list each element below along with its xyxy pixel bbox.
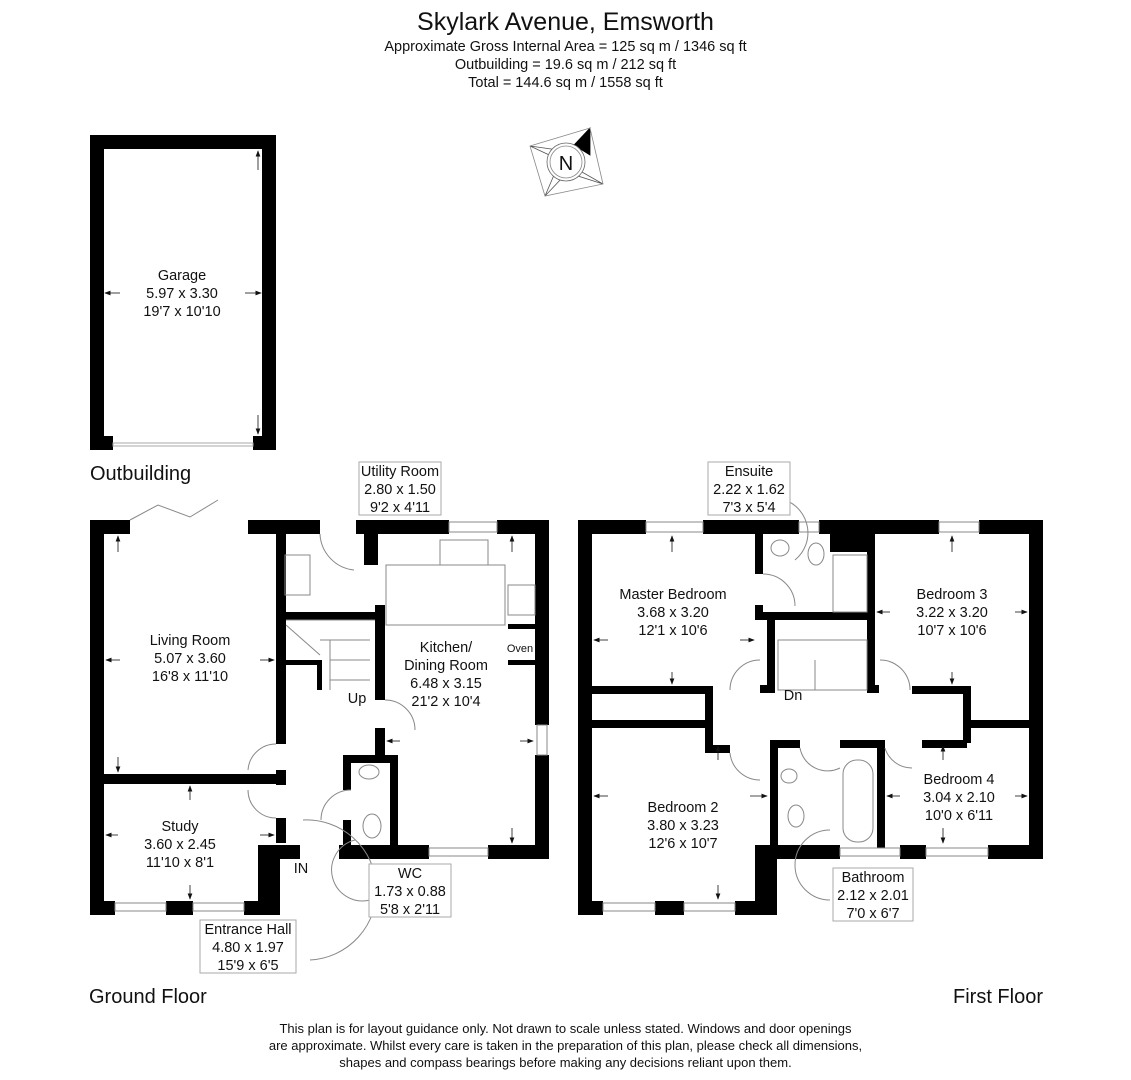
compass-north-label: N [559, 153, 573, 175]
ensuite-metric: 2.22 x 1.62 [713, 482, 785, 498]
bed4-metric: 3.04 x 2.10 [923, 790, 995, 806]
garage-imperial: 19'7 x 10'10 [143, 304, 220, 320]
wc-imperial: 5'8 x 2'11 [380, 902, 440, 918]
ensuite-name: Ensuite [725, 464, 773, 480]
first-floor-fixtures [729, 499, 913, 901]
study-metric: 3.60 x 2.45 [144, 837, 216, 853]
ground-floor-windows [114, 521, 548, 912]
study-imperial: 11'10 x 8'1 [146, 855, 214, 871]
outbuilding-area: Outbuilding = 19.6 sq m / 212 sq ft [454, 57, 677, 73]
utility-label-box [358, 461, 442, 516]
bathroom-name: Bathroom [842, 870, 905, 886]
ground-floor-walls [90, 520, 549, 915]
wc-metric: 1.73 x 0.88 [374, 884, 446, 900]
wc-label-box [368, 863, 452, 918]
bathroom-label-box [832, 867, 914, 922]
master-name: Master Bedroom [619, 587, 726, 603]
first-floor-walls [578, 520, 1043, 915]
living-name: Living Room [150, 633, 231, 649]
hall-name: Entrance Hall [204, 922, 291, 938]
utility-name: Utility Room [361, 464, 439, 480]
living-metric: 5.07 x 3.60 [154, 651, 226, 667]
entrance-in-label: IN [294, 861, 309, 877]
oven-label: Oven [507, 643, 533, 655]
hall-imperial: 15'9 x 6'5 [217, 958, 278, 974]
study-name: Study [161, 819, 199, 835]
plan-header: Skylark Avenue, Emsworth Approximate Gro… [0, 6, 1131, 92]
utility-metric: 2.80 x 1.50 [364, 482, 436, 498]
ground-floor-fixtures [129, 499, 536, 961]
stairs-down-label: Dn [784, 688, 803, 704]
bed3-name: Bedroom 3 [917, 587, 988, 603]
bathroom-imperial: 7'0 x 6'7 [846, 906, 899, 922]
ensuite-imperial: 7'3 x 5'4 [722, 500, 775, 516]
ground-floor-label: Ground Floor [89, 986, 207, 1008]
property-title: Skylark Avenue, Emsworth [417, 8, 714, 36]
master-imperial: 12'1 x 10'6 [638, 623, 707, 639]
bed2-imperial: 12'6 x 10'7 [648, 836, 717, 852]
bed2-metric: 3.80 x 3.23 [647, 818, 719, 834]
utility-imperial: 9'2 x 4'11 [370, 500, 430, 516]
disclaimer: This plan is for layout guidance only. N… [0, 1020, 1131, 1071]
garage-name: Garage [158, 268, 206, 284]
hall-label-box [199, 919, 297, 974]
bed3-imperial: 10'7 x 10'6 [917, 623, 986, 639]
kitchen-metric: 6.48 x 3.15 [410, 676, 482, 692]
bed2-name: Bedroom 2 [648, 800, 719, 816]
wc-name: WC [398, 866, 422, 882]
bathroom-metric: 2.12 x 2.01 [837, 888, 909, 904]
kitchen-imperial: 21'2 x 10'4 [411, 694, 480, 710]
first-floor-windows [602, 521, 989, 912]
gross-area: Approximate Gross Internal Area = 125 sq… [384, 39, 747, 55]
bed4-imperial: 10'0 x 6'11 [925, 808, 993, 824]
kitchen-name-1: Kitchen/ [420, 640, 473, 656]
north-compass-icon: N [529, 126, 604, 197]
first-floor-label: First Floor [953, 986, 1043, 1008]
living-imperial: 16'8 x 11'10 [152, 669, 228, 685]
outbuilding-label: Outbuilding [90, 463, 191, 485]
bed4-name: Bedroom 4 [924, 772, 995, 788]
garage-metric: 5.97 x 3.30 [146, 286, 218, 302]
garage-outbuilding [90, 135, 276, 450]
ensuite-label-box [707, 461, 791, 516]
disclaimer-line-2: are approximate. Whilst every care is ta… [268, 1038, 863, 1053]
disclaimer-line-1: This plan is for layout guidance only. N… [279, 1021, 852, 1036]
bed3-metric: 3.22 x 3.20 [916, 605, 988, 621]
master-metric: 3.68 x 3.20 [637, 605, 709, 621]
total-area: Total = 144.6 sq m / 1558 sq ft [468, 75, 663, 91]
kitchen-name-2: Dining Room [404, 658, 488, 674]
disclaimer-line-3: shapes and compass bearings before makin… [339, 1055, 792, 1070]
stairs-up-label: Up [348, 691, 367, 707]
hall-metric: 4.80 x 1.97 [212, 940, 284, 956]
